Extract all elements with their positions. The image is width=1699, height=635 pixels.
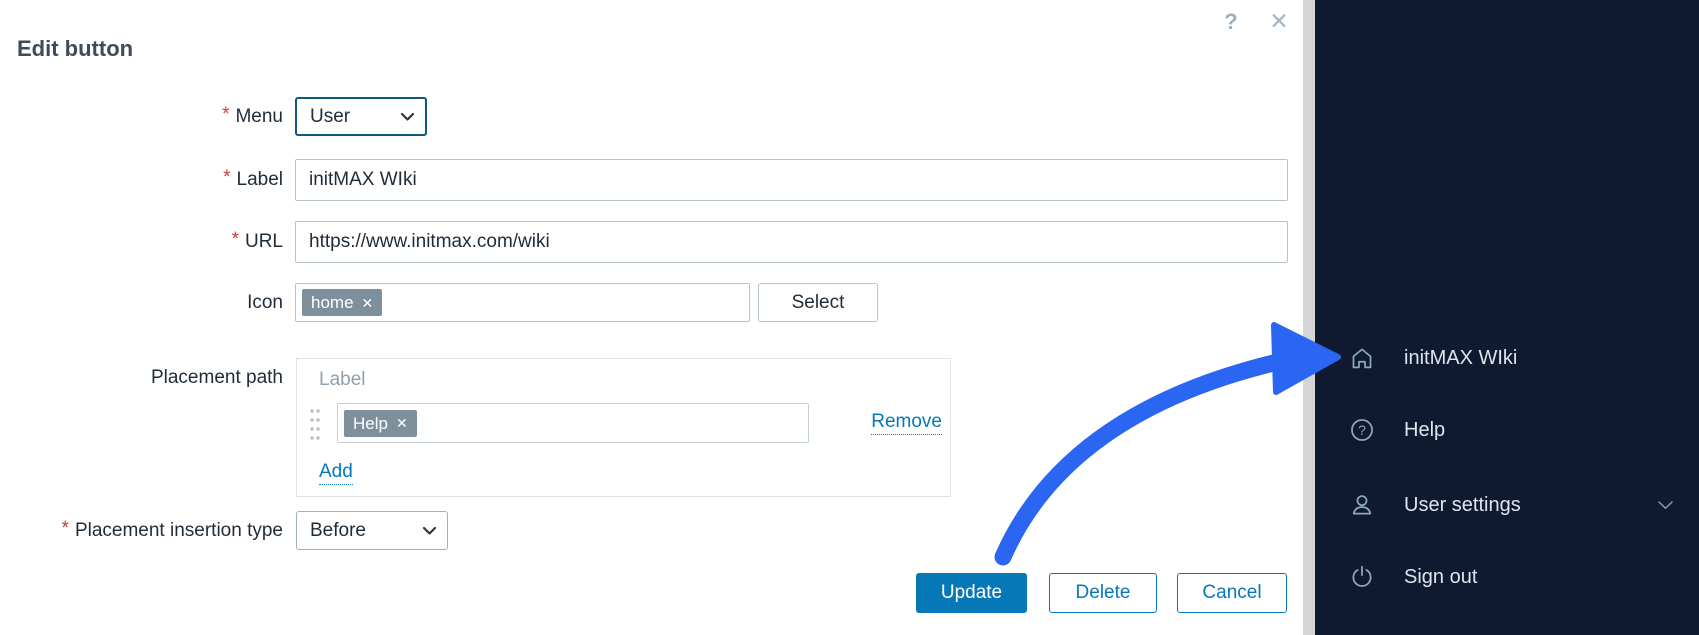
placement-path-chip-label: Help: [353, 413, 388, 433]
placement-path-chip: Help ✕: [344, 409, 417, 437]
sidebar-item-label: initMAX WIki: [1404, 346, 1518, 369]
help-icon[interactable]: ?: [1224, 9, 1238, 34]
user-icon: [1345, 488, 1379, 522]
power-icon: [1345, 560, 1379, 594]
required-marker: *: [61, 517, 69, 539]
url-field-label: * URL: [0, 221, 283, 263]
sidebar-item-label: Sign out: [1404, 565, 1478, 588]
url-label-text: URL: [244, 231, 283, 252]
home-icon: [1345, 341, 1379, 375]
insertion-type-select-value: Before: [310, 519, 366, 541]
sidebar-item-label: Help: [1404, 418, 1446, 441]
label-input[interactable]: [295, 159, 1288, 201]
required-marker: *: [222, 103, 230, 125]
chevron-down-icon: [423, 526, 436, 535]
chevron-down-icon: [401, 112, 414, 121]
menu-field-label: * Menu: [0, 97, 283, 136]
svg-text:?: ?: [1358, 422, 1366, 438]
label-label-text: Label: [236, 169, 284, 190]
question-icon: ?: [1345, 413, 1379, 447]
sidebar-item-user-settings[interactable]: User settings: [1315, 481, 1699, 529]
remove-link[interactable]: Remove: [871, 411, 942, 435]
icon-select-button[interactable]: Select: [758, 283, 878, 322]
required-marker: *: [231, 229, 239, 250]
close-icon[interactable]: ✕: [1269, 7, 1289, 34]
icon-chip-label: home: [311, 293, 354, 312]
update-button[interactable]: Update: [916, 573, 1027, 613]
dialog-title: Edit button: [17, 35, 134, 61]
menu-select[interactable]: User: [295, 97, 427, 136]
insertion-type-select[interactable]: Before: [296, 511, 448, 550]
sidebar-item-sign-out[interactable]: Sign out: [1315, 553, 1699, 601]
user-menu-sidebar: initMAX WIki ? Help User settings: [1315, 0, 1699, 635]
chip-remove-icon[interactable]: ✕: [361, 294, 374, 311]
placement-path-box: Label Help ✕ Remove: [296, 358, 951, 497]
placement-path-field-label: Placement path: [0, 360, 283, 396]
menu-label-text: Menu: [235, 105, 283, 127]
icon-field-label: Icon: [0, 283, 283, 322]
required-marker: *: [223, 167, 231, 188]
add-link[interactable]: Add: [319, 461, 353, 485]
chevron-down-icon: [1658, 501, 1673, 510]
drag-handle-icon[interactable]: [307, 407, 323, 441]
sidebar-item-initmax-wiki[interactable]: initMAX WIki: [1315, 334, 1699, 382]
sidebar-item-help[interactable]: ? Help: [1315, 406, 1699, 454]
menu-select-value: User: [310, 105, 351, 127]
delete-button[interactable]: Delete: [1049, 573, 1157, 613]
cancel-button[interactable]: Cancel: [1177, 573, 1287, 613]
url-input[interactable]: [295, 221, 1288, 263]
insertion-type-field-label: * Placement insertion type: [0, 511, 283, 550]
scrollbar-track[interactable]: [1303, 0, 1315, 635]
insertion-type-label-text: Placement insertion type: [74, 519, 283, 541]
sidebar-item-label: User settings: [1404, 493, 1521, 516]
icon-chip: home ✕: [302, 289, 383, 316]
chip-remove-icon[interactable]: ✕: [395, 415, 408, 431]
placement-path-label-text: Placement path: [150, 367, 283, 388]
icon-label-text: Icon: [247, 291, 283, 313]
placement-path-column-header: Label: [319, 369, 366, 390]
icon-multiselect[interactable]: home ✕: [295, 283, 750, 322]
label-field-label: * Label: [0, 159, 283, 201]
placement-path-input[interactable]: Help ✕: [337, 403, 809, 443]
